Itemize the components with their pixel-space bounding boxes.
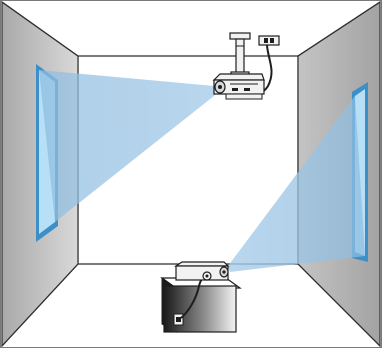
table-power-outlet-icon — [173, 313, 184, 326]
ceiling-projector-icon — [212, 73, 265, 100]
room-edges — [1, 1, 381, 347]
ceiling-power-outlet-icon — [258, 35, 280, 46]
ceiling-projector-beam — [39, 70, 219, 222]
table-projector-icon — [174, 261, 230, 281]
table-projector-beam — [228, 96, 365, 272]
